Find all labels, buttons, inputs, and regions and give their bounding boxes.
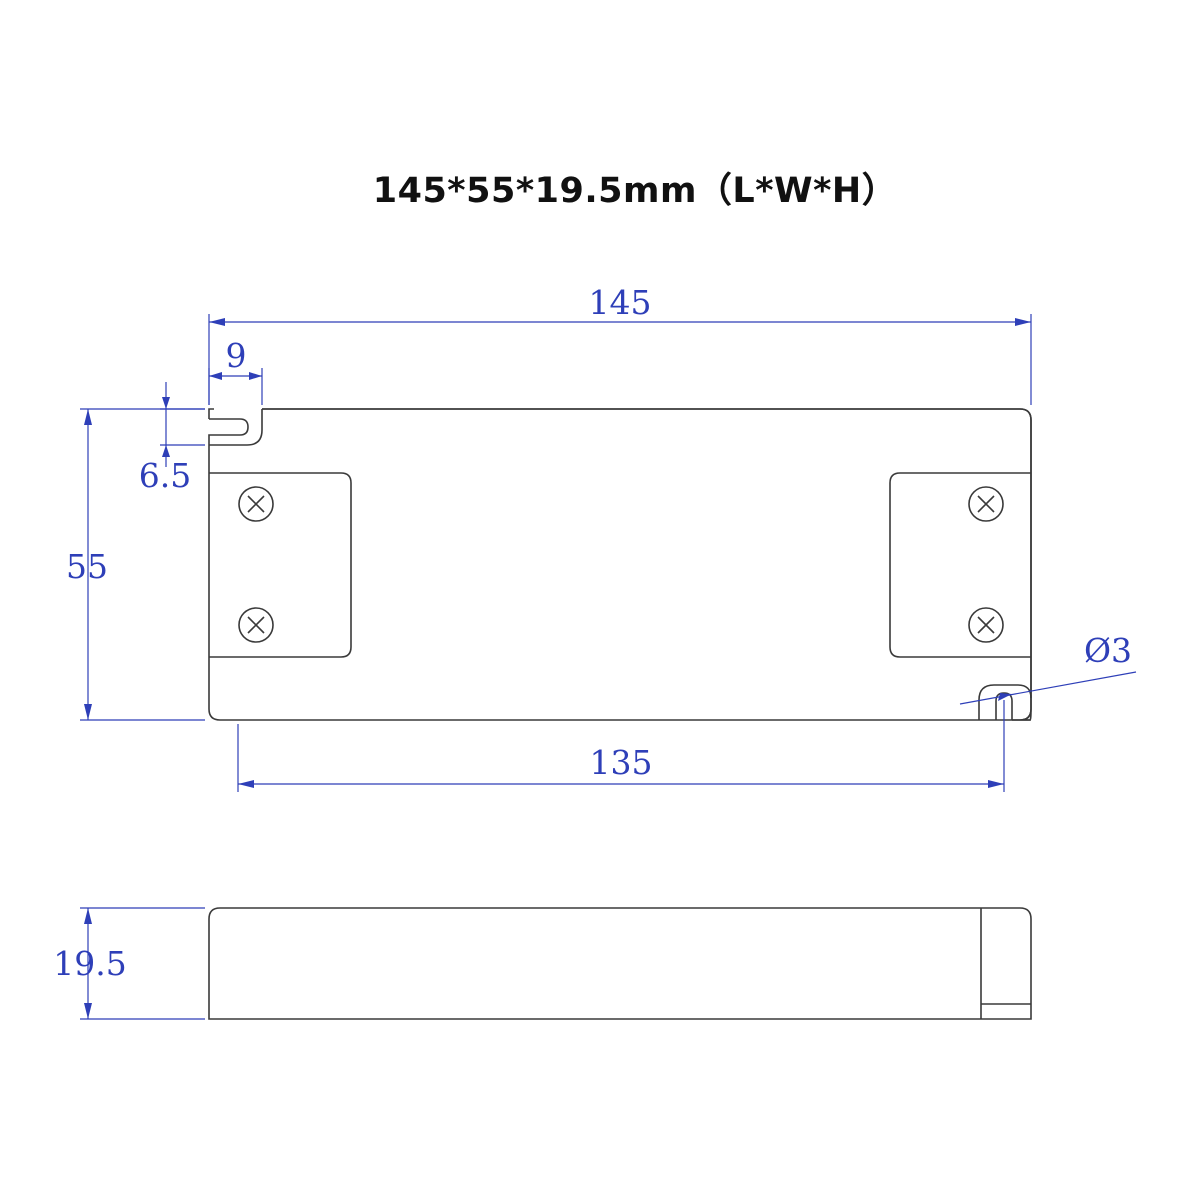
dimension-145: 145 xyxy=(208,283,1032,405)
side-view-end-cap xyxy=(980,908,1031,1019)
dimension-label-145: 145 xyxy=(589,283,652,322)
dimension-19-5: 19.5 xyxy=(53,907,205,1020)
top-view-outline xyxy=(262,408,1032,721)
body-outline xyxy=(208,408,1032,721)
dimension-55: 55 xyxy=(66,408,205,721)
screw-icon xyxy=(968,486,1004,522)
dimension-label-55: 55 xyxy=(66,547,108,586)
dimension-label-19-5: 19.5 xyxy=(53,944,126,983)
left-terminal-block xyxy=(209,472,352,658)
screw-icon xyxy=(238,607,274,643)
dimension-label-6-5: 6.5 xyxy=(139,456,191,495)
side-view-outline xyxy=(208,907,1032,1020)
top-view xyxy=(208,408,1032,721)
right-terminal-block xyxy=(889,472,1031,658)
bottom-right-slot xyxy=(978,684,1032,721)
screw-icon xyxy=(968,607,1004,643)
dimension-label-9: 9 xyxy=(226,336,247,375)
dimension-6-5: 6.5 xyxy=(139,382,205,495)
side-view xyxy=(208,907,1032,1020)
dimension-9: 9 xyxy=(208,336,263,405)
dimension-diameter-3: Ø3 xyxy=(959,631,1137,705)
drawing-title: 145*55*19.5mm（L*W*H） xyxy=(372,171,898,211)
dimension-label-135: 135 xyxy=(590,743,653,782)
dimension-label-diameter: Ø3 xyxy=(1084,631,1132,670)
screw-icon xyxy=(238,486,274,522)
dimension-135: 135 xyxy=(237,700,1005,792)
top-left-slot xyxy=(208,409,263,446)
